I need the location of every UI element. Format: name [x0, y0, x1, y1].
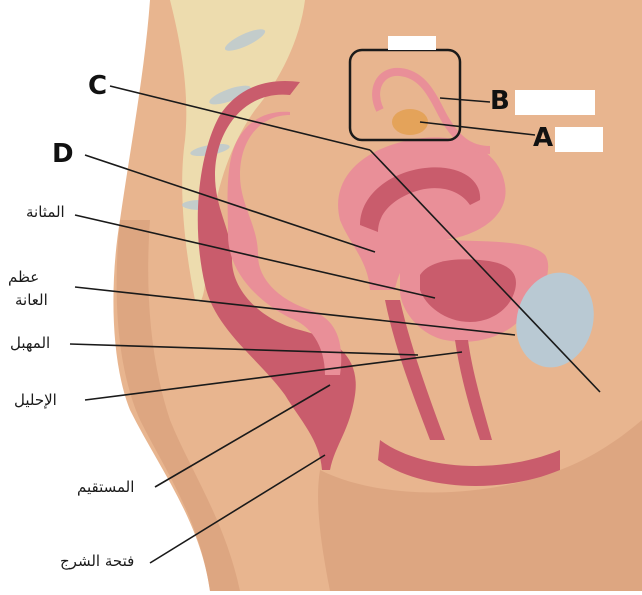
blank-answer-box-b — [515, 90, 595, 115]
label-urethra: الإحليل — [14, 391, 57, 409]
letter-d: D — [52, 140, 74, 168]
label-pubic-bone-1: عظم — [8, 268, 39, 286]
label-rectum: المستقيم — [77, 478, 134, 496]
letter-a: A — [533, 124, 553, 152]
label-pubic-bone-2: العانة — [15, 291, 48, 309]
blank-answer-box-a — [555, 127, 603, 152]
label-bladder: المثانة — [26, 203, 65, 221]
letter-c: C — [88, 72, 107, 100]
label-vagina: المهبل — [10, 334, 50, 352]
label-anus: فتحة الشرج — [60, 552, 134, 570]
blank-answer-box-top — [388, 36, 436, 50]
letter-b: B — [490, 87, 510, 115]
